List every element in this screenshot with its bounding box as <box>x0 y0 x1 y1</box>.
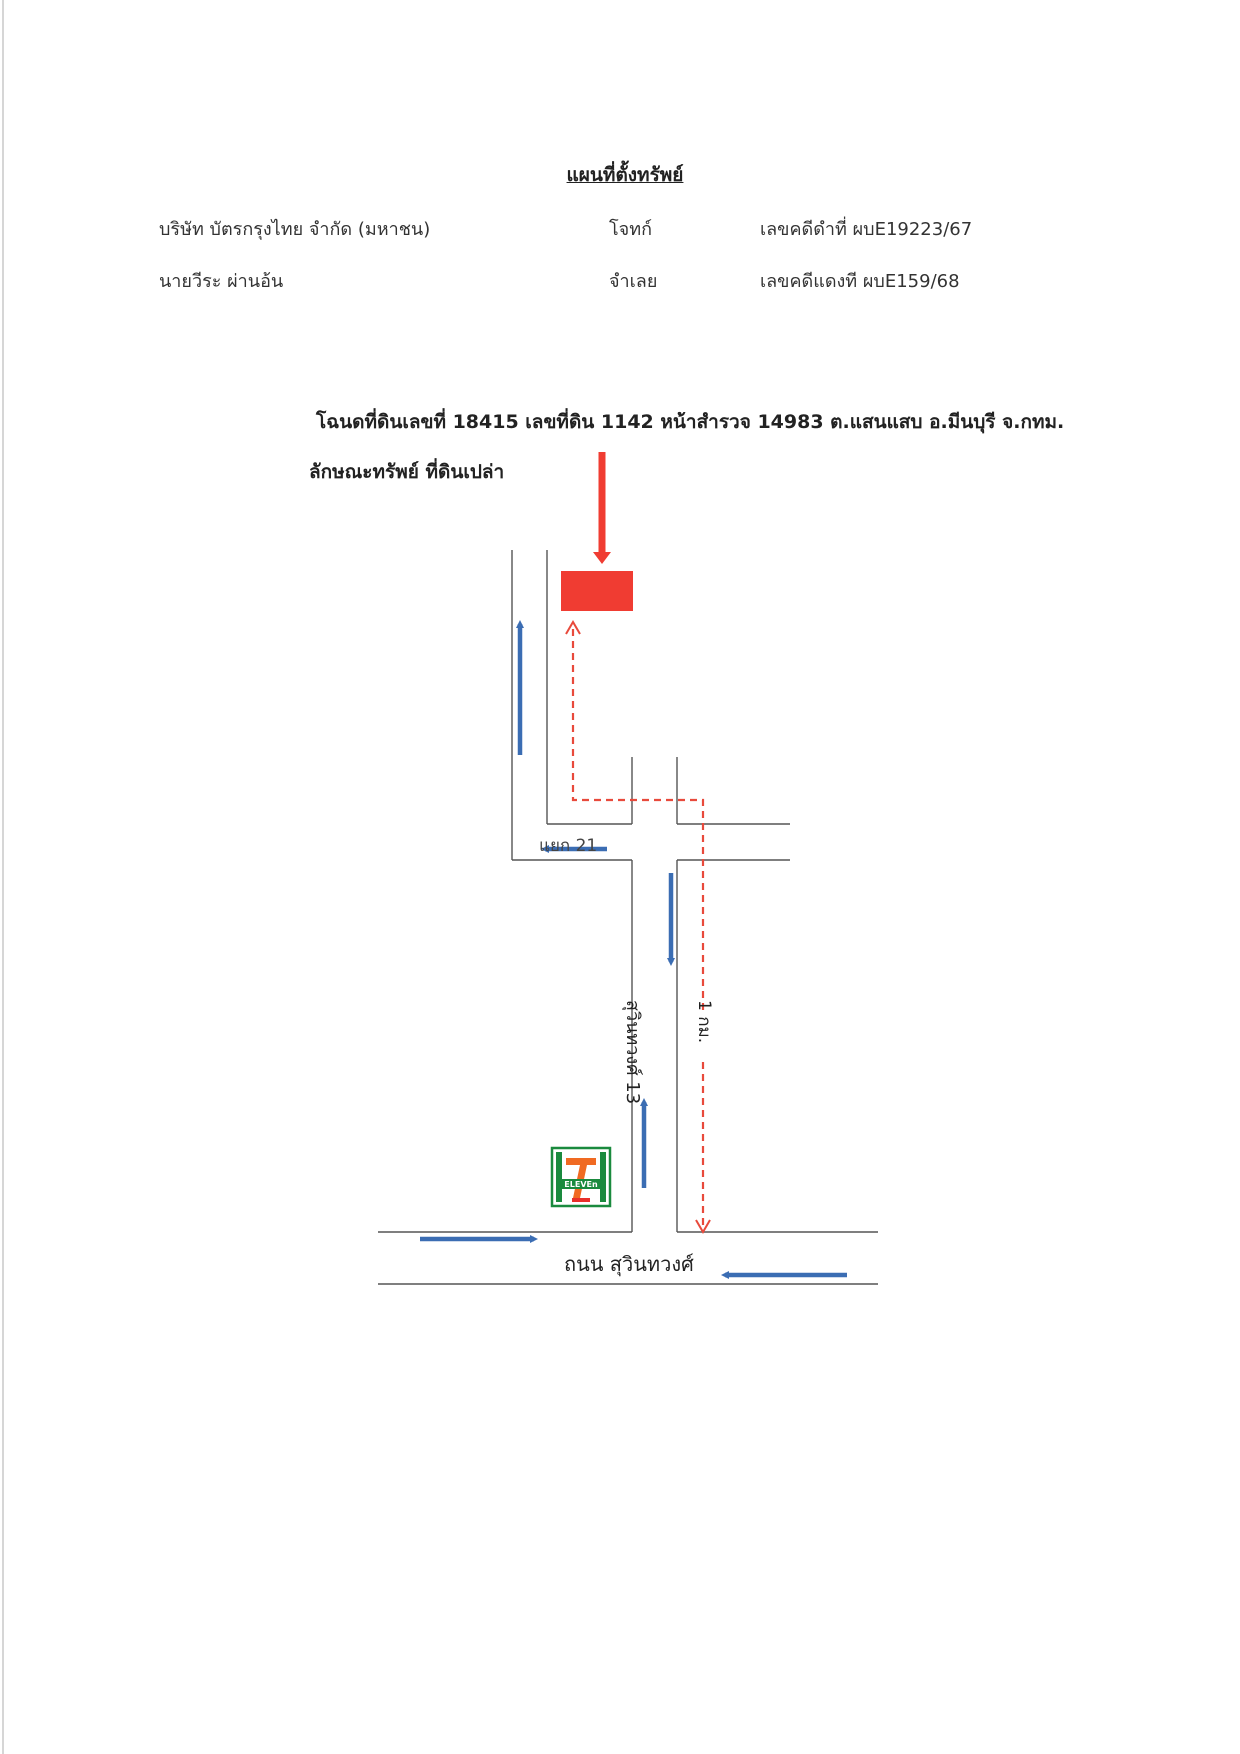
defendant-name: นายวีระ ผ่านอ้น <box>159 271 284 292</box>
distance-label: 1 กม. <box>694 1000 714 1044</box>
route-path <box>565 620 711 1234</box>
seven-eleven-logo-icon: ELEVEn <box>550 1146 612 1208</box>
road-outlines <box>378 550 878 1285</box>
target-arrow-head-icon <box>593 552 611 564</box>
page-edge <box>2 0 4 1754</box>
target-marker <box>561 452 633 611</box>
property-parcel <box>561 571 633 611</box>
main-road-label: ถนน สุวินทวงศ์ <box>564 1252 694 1276</box>
soi-21-label: แยก 21 <box>539 836 598 856</box>
plaintiff-name: บริษัท บัตรกรุงไทย จำกัด (มหาชน) <box>159 219 431 240</box>
black-case-number: เลขคดีดำที่ ผบE19223/67 <box>760 219 973 240</box>
traffic-arrows <box>420 620 847 1279</box>
street-label: สุวินทวงศ์ 13 <box>622 1000 643 1105</box>
defendant-role: จำเลย <box>609 271 658 292</box>
route-to-property <box>565 620 705 1010</box>
property-type: ลักษณะทรัพย์ ที่ดินเปล่า <box>309 461 505 483</box>
seven-eleven-logo-text: ELEVEn <box>564 1180 598 1189</box>
page-title: แผนที่ตั้งทรัพย์ <box>566 164 684 186</box>
plaintiff-role: โจทก์ <box>609 219 652 240</box>
red-case-number: เลขคดีแดงที ผบE159/68 <box>760 271 960 292</box>
deed-description: โฉนดที่ดินเลขที่ 18415 เลขที่ดิน 1142 หน… <box>316 411 1065 433</box>
